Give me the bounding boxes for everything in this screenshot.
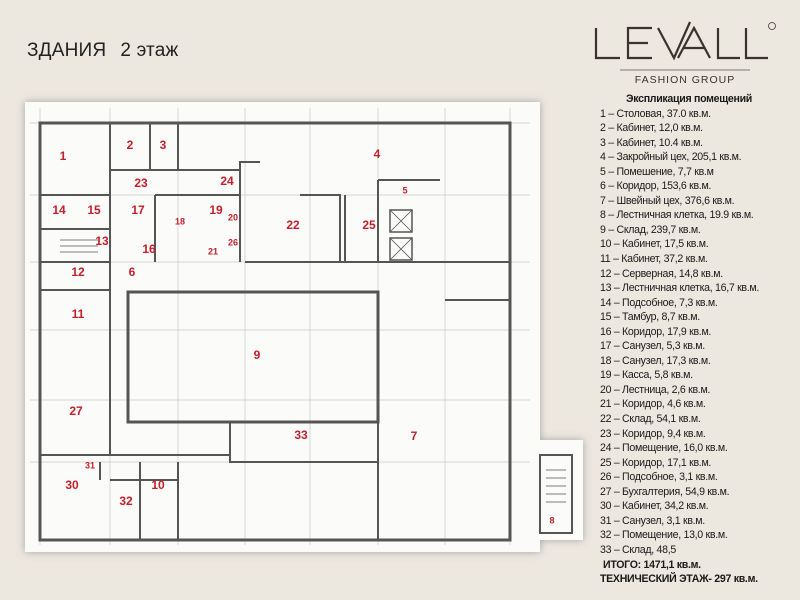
room-label-9: 9: [254, 348, 261, 362]
room-label-15: 15: [87, 203, 101, 217]
legend-item: 5 – Помешение, 7,7 кв.м: [600, 165, 714, 178]
walls: [38, 121, 573, 542]
legend-items: 1 – Столовая, 37.0 кв.м. 2 – Кабинет, 12,…: [600, 107, 800, 558]
legend-item: 9 – Склад, 239,7 кв.м.: [600, 223, 701, 236]
room-label-10: 10: [151, 478, 165, 492]
room-label-20: 20: [228, 212, 238, 222]
room-label-23: 23: [134, 176, 148, 190]
room-label-1: 1: [60, 149, 67, 163]
room-label-8: 8: [549, 515, 554, 525]
legend-item: 13 – Лестничная клетка, 16,7 кв.м.: [600, 282, 760, 295]
legend-item: 27 – Бухгалтерия, 54,9 кв.м.: [600, 485, 730, 498]
room-legend: Экспликация помещений 1 – Столовая, 37.0…: [600, 92, 800, 587]
legend-item: 25 – Коридор, 17,1 кв.м.: [600, 456, 712, 469]
room-label-17: 17: [131, 203, 145, 217]
legend-item: 7 – Швейный цех, 376,6 кв.м.: [600, 194, 735, 207]
legend-item: 14 – Подсобное, 7,3 кв.м.: [600, 296, 718, 309]
room-label-12: 12: [71, 265, 85, 279]
legend-item: 23 – Коридор, 9,4 кв.м.: [600, 427, 706, 440]
room-label-2: 2: [127, 138, 134, 152]
plan-paper: [25, 102, 583, 552]
room-label-32: 32: [119, 494, 133, 508]
legend-item: 24 – Помещение, 16,0 кв.м.: [600, 442, 728, 455]
room-label-33: 33: [294, 428, 308, 442]
legend-item: 8 – Лестничная клетка, 19.9 кв.м.: [600, 209, 754, 222]
room-label-11: 11: [72, 307, 85, 321]
legend-item: 16 – Коридор, 17,9 кв.м.: [600, 325, 712, 338]
room-label-13: 13: [95, 234, 109, 248]
title-floor: 2 этаж: [120, 40, 179, 61]
legend-item: 19 – Касса, 5,8 кв.м.: [600, 369, 693, 382]
room-label-3: 3: [160, 138, 167, 152]
legend-item: 17 – Санузел, 5,3 кв.м.: [600, 340, 705, 353]
legend-item: 20 – Лестница, 2,6 кв.м.: [600, 383, 711, 396]
legend-item: 26 – Подсобное, 3,1 кв.м.: [600, 471, 718, 484]
title-building: ЗДАНИЯ: [27, 40, 107, 61]
legend-item: 22 – Склад, 54,1 кв.м.: [600, 413, 701, 426]
legend-item: 2 – Кабинет, 12,0 кв.м.: [600, 122, 703, 135]
legend-item: 30 – Кабинет, 34,2 кв.м.: [600, 500, 709, 513]
room-label-6: 6: [129, 265, 136, 279]
legend-item: 4 – Закройный цех, 205,1 кв.м.: [600, 151, 742, 164]
legend-item: 15 – Тамбур, 8,7 кв.м.: [600, 311, 700, 324]
room-label-19: 19: [209, 203, 223, 217]
room-label-31: 31: [85, 460, 95, 470]
legend-item: 21 – Коридор, 4,6 кв.м.: [600, 398, 706, 411]
legend-item: 3 – Кабинет, 10.4 кв.м.: [600, 136, 703, 149]
room-label-30: 30: [65, 478, 79, 492]
legend-item: 32 – Помещение, 13,0 кв.м.: [600, 529, 728, 542]
legend-item: 1 – Столовая, 37.0 кв.м.: [600, 107, 711, 120]
legend-heading: Экспликация помещений: [626, 93, 752, 105]
room-label-24: 24: [220, 174, 234, 188]
legend-item: 33 – Склад, 48,5: [600, 543, 676, 556]
room-label-25: 25: [362, 218, 376, 232]
room-label-21: 21: [208, 246, 218, 256]
room-label-16: 16: [142, 242, 156, 256]
levall-logo: FASHION GROUP: [594, 21, 776, 86]
room-label-22: 22: [286, 218, 300, 232]
legend-item: 18 – Санузел, 17,3 кв.м.: [600, 354, 711, 367]
room-label-18: 18: [175, 216, 185, 226]
logo-subtitle: FASHION GROUP: [635, 74, 736, 86]
room-label-5: 5: [402, 185, 407, 195]
room-label-7: 7: [411, 429, 418, 443]
legend-item: 11 – Кабинет, 37,2 кв.м.: [600, 253, 708, 266]
legend-item: 31 – Санузел, 3,1 кв.м.: [600, 514, 705, 527]
legend-total: ИТОГО: 1471,1 кв.м.: [603, 558, 701, 571]
room-label-27: 27: [69, 404, 83, 418]
legend-item: 10 – Кабинет, 17,5 кв.м.: [600, 238, 709, 251]
legend-item: 6 – Коридор, 153,6 кв.м.: [600, 180, 712, 193]
room-label-14: 14: [52, 203, 66, 217]
room-label-26: 26: [228, 237, 238, 247]
room-label-4: 4: [374, 147, 381, 161]
legend-technical-floor: ТЕХНИЧЕСКИЙ ЭТАЖ- 297 кв.м.: [600, 573, 758, 586]
page-title: ЗДАНИЯ 2 этаж: [27, 40, 178, 62]
legend-item: 12 – Серверная, 14,8 кв.м.: [600, 267, 723, 280]
room-labels: 1 2 3 4 5 6 7 8 9 10 11 12 13 14 15 16 1…: [52, 138, 554, 525]
